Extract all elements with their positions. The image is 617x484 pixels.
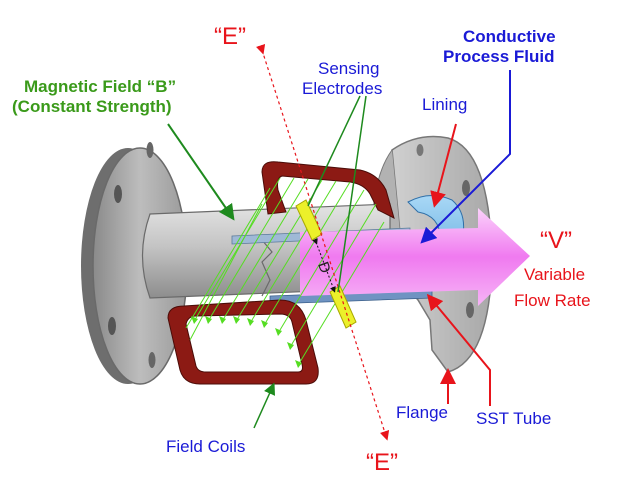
e-label-top: “E” xyxy=(214,23,246,50)
conductive-fluid-pointer xyxy=(420,70,511,244)
field-coils-pointer xyxy=(253,382,276,429)
left-flange xyxy=(81,142,188,385)
bolt-hole xyxy=(416,144,424,156)
lining-pointer xyxy=(430,123,457,208)
flange-label: Flange xyxy=(396,403,448,422)
conductive-fluid-label-line1: Conductive xyxy=(463,27,556,46)
electrode-pointer-upper xyxy=(307,95,361,207)
e-label-bottom: “E” xyxy=(366,449,398,476)
bolt-hole xyxy=(146,142,154,158)
bolt-hole xyxy=(108,317,116,335)
bolt-hole xyxy=(462,180,470,196)
e-field-line xyxy=(255,43,390,441)
bolt-hole xyxy=(114,185,122,203)
sst-tube-pointer xyxy=(426,293,491,406)
flow-rate-label: Flow Rate xyxy=(514,291,591,310)
lining-label: Lining xyxy=(422,95,467,114)
variable-label: Variable xyxy=(524,265,585,284)
sensing-electrodes-label-line2: Electrodes xyxy=(302,79,382,98)
conductive-fluid-label-line2: Process Fluid xyxy=(443,47,554,66)
bolt-hole xyxy=(148,352,156,368)
field-coils-label: Field Coils xyxy=(166,437,245,456)
magnetic-field-pointer xyxy=(167,123,235,221)
magnetic-field-label-line1: Magnetic Field “B” xyxy=(24,77,176,96)
sensing-electrodes-label-line1: Sensing xyxy=(318,59,379,78)
electrode-pointer-lower xyxy=(337,95,367,293)
sst-tube-label: SST Tube xyxy=(476,409,551,428)
magnetic-field-label-line2: (Constant Strength) xyxy=(12,97,172,116)
bolt-hole xyxy=(466,302,474,318)
velocity-label: “V” xyxy=(540,227,572,254)
field-line-arrowheads xyxy=(191,316,302,368)
lower-field-coil xyxy=(167,299,319,385)
